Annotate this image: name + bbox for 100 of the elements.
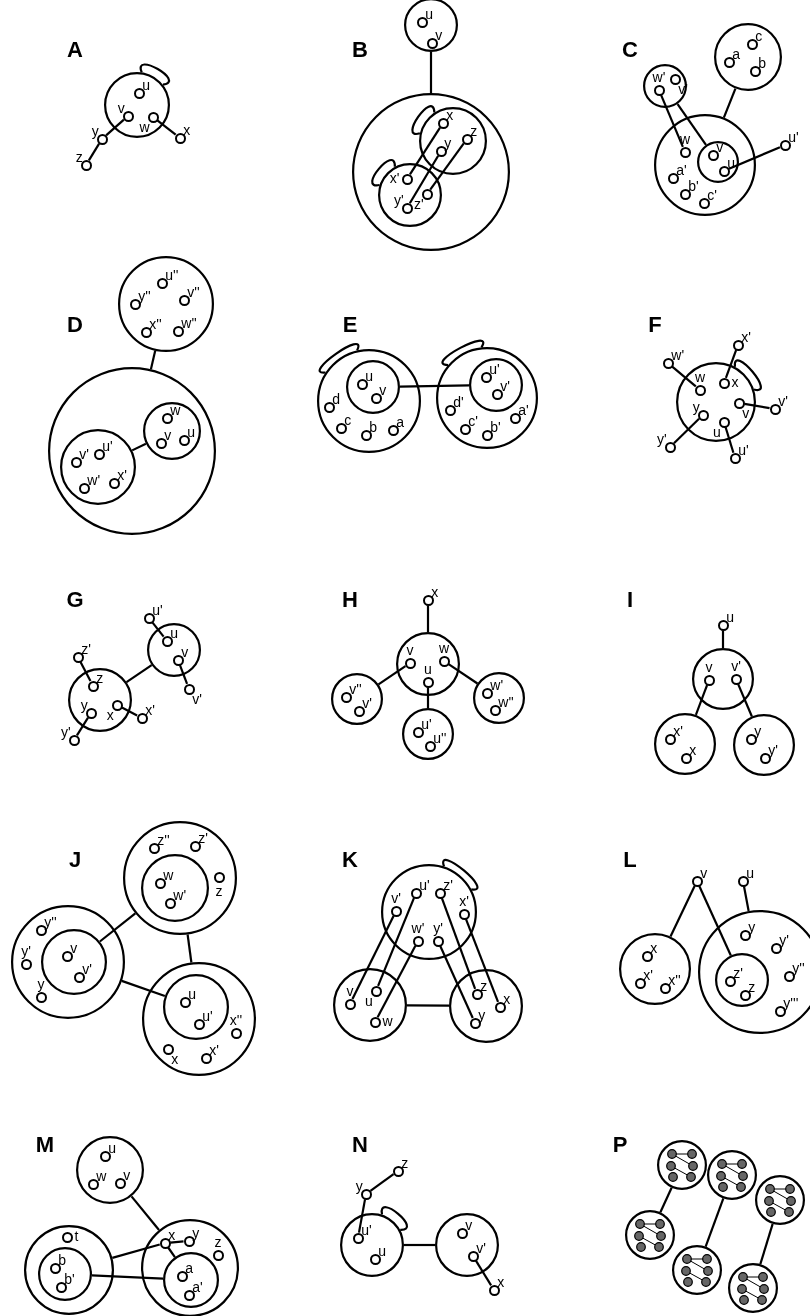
vertex-label: x' xyxy=(145,702,155,717)
panel-letter: E xyxy=(342,314,358,336)
group-circle xyxy=(333,968,407,1042)
edge-line xyxy=(377,665,407,686)
vertex-label: x' xyxy=(389,171,400,185)
vertex-label: v xyxy=(465,1217,473,1232)
edge-line xyxy=(351,915,395,1000)
vertex-label: y xyxy=(355,1178,363,1193)
vertex-label: v' xyxy=(778,393,788,408)
cluster-circle xyxy=(755,1175,805,1225)
vertex-label: b' xyxy=(490,419,501,434)
vertex-label: u'' xyxy=(165,267,179,282)
vertex-label: w xyxy=(163,867,174,882)
vertex-label: x' xyxy=(643,967,653,982)
group-circle xyxy=(38,1247,92,1301)
edge-line xyxy=(151,621,165,638)
edge-line xyxy=(474,1260,493,1286)
edge-line xyxy=(76,717,89,736)
vertex-label: y'' xyxy=(792,960,805,975)
group-circle xyxy=(714,23,782,91)
vertex-label: w'' xyxy=(498,694,514,709)
vertex-label: y xyxy=(80,697,88,712)
vertex-label: z xyxy=(96,670,104,685)
cluster-circle xyxy=(707,1150,757,1200)
vertex-label: v xyxy=(379,382,387,397)
vertex-label: x xyxy=(446,107,454,122)
vertex-label: x xyxy=(106,707,114,722)
vertex-label: u' xyxy=(419,877,430,892)
group-circle xyxy=(733,714,795,776)
edge-line xyxy=(131,442,147,452)
vertex-label: u xyxy=(424,661,432,676)
group-circle xyxy=(76,1136,144,1204)
vertex-label: d xyxy=(332,391,341,406)
vertex-label: x xyxy=(168,1227,176,1242)
self-loop xyxy=(442,859,479,891)
vertex-label: c' xyxy=(707,187,717,202)
vertex-label: w'' xyxy=(181,315,197,330)
vertex-label: t xyxy=(74,1229,79,1243)
vertex-label: v xyxy=(716,139,724,154)
vertex-label: u xyxy=(425,6,434,21)
vertex-label: v xyxy=(117,100,125,115)
panel-letter: C xyxy=(622,39,638,61)
vertex-label: y' xyxy=(768,742,778,757)
edge-line xyxy=(112,1243,160,1259)
vertex-label: w xyxy=(139,119,150,134)
vertex-label: u' xyxy=(202,1008,213,1023)
cluster-circle xyxy=(672,1245,722,1295)
vertex-label: w' xyxy=(411,920,425,935)
cluster-circle xyxy=(625,1210,675,1260)
edge-line xyxy=(737,683,753,717)
vertex-label: z xyxy=(748,979,756,994)
vertex-label: w xyxy=(694,369,706,384)
group-circle xyxy=(396,632,460,696)
edge-line xyxy=(105,118,125,137)
vertex-label: x' xyxy=(459,893,469,908)
edge-line xyxy=(676,103,707,146)
vertex-label: w' xyxy=(87,472,101,487)
group-circle xyxy=(346,360,400,414)
group-circle xyxy=(619,933,691,1005)
vertex-label: a xyxy=(396,414,405,429)
vertex-label: v xyxy=(123,1167,131,1182)
edge-line xyxy=(409,127,441,175)
group-circle xyxy=(436,347,538,449)
edge-line xyxy=(728,146,781,170)
group-circle xyxy=(692,648,754,710)
group-circle xyxy=(676,362,756,442)
edge-line xyxy=(704,1198,725,1247)
vertex-label: x xyxy=(497,1274,505,1289)
vertex-label: w xyxy=(382,1014,393,1028)
vertex-label: v xyxy=(70,940,78,955)
vertex-label: u xyxy=(378,1243,387,1258)
group-circle xyxy=(24,1225,114,1315)
edge-line xyxy=(698,885,732,956)
vertex-label: y'' xyxy=(138,288,151,303)
vertex-label: x'' xyxy=(229,1012,243,1027)
vertex-label: w xyxy=(438,640,450,655)
edge-line xyxy=(669,885,696,937)
self-loop xyxy=(733,359,762,391)
vertex-label: u xyxy=(187,424,196,439)
vertex-label: y xyxy=(748,919,756,934)
vertex-label: v' xyxy=(731,658,741,673)
group-circle xyxy=(11,905,125,1019)
vertex-label: u xyxy=(108,1140,117,1155)
group-circle xyxy=(141,854,209,922)
group-circle xyxy=(163,1252,219,1308)
vertex-label: u' xyxy=(152,602,163,617)
vertex-label: u' xyxy=(738,442,749,457)
edge-line xyxy=(429,142,465,191)
vertex-label: u xyxy=(746,865,755,880)
vertex-label: x xyxy=(183,122,191,137)
vertex-label: u xyxy=(364,993,373,1008)
self-loop xyxy=(319,343,360,374)
vertex-label: b' xyxy=(64,1271,75,1286)
vertex-label: b xyxy=(369,419,378,434)
vertex-label: y' xyxy=(21,943,31,958)
panel-letter: A xyxy=(67,39,83,61)
edge-line xyxy=(660,94,684,148)
edge-line xyxy=(742,886,750,912)
vertex-label: b xyxy=(58,1252,67,1267)
group-circle xyxy=(473,672,525,724)
